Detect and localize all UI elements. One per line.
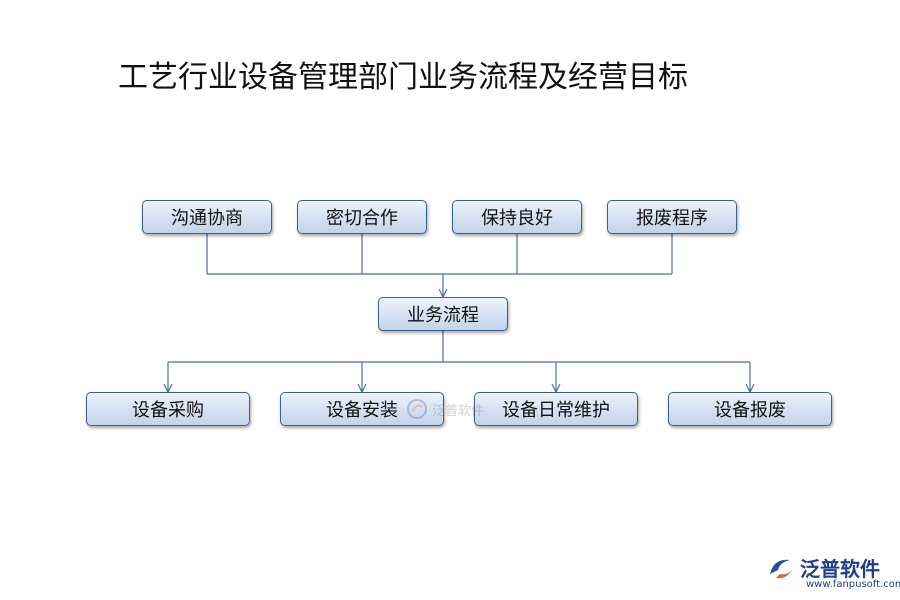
diagram-title: 工艺行业设备管理部门业务流程及经营目标 <box>118 60 688 95</box>
watermark-text: 泛普软件 <box>432 403 485 419</box>
node-scrap-procedure: 报废程序 <box>607 200 737 234</box>
node-business-process: 业务流程 <box>378 297 508 331</box>
node-cooperation: 密切合作 <box>297 200 427 234</box>
node-installation: 设备安装 <box>280 392 444 426</box>
brand-name: 泛普软件 <box>800 557 880 581</box>
watermark: 泛普软件 <box>406 392 496 426</box>
node-scrapping: 设备报废 <box>668 392 832 426</box>
node-maintain-good: 保持良好 <box>452 200 582 234</box>
node-daily-maintenance: 设备日常维护 <box>474 392 638 426</box>
brand-logo: 泛普软件 www.fanpusoft.com <box>766 552 900 592</box>
node-negotiation: 沟通协商 <box>142 200 272 234</box>
node-procurement: 设备采购 <box>86 392 250 426</box>
watermark-logo-icon <box>407 399 427 419</box>
brand-url: www.fanpusoft.com <box>806 579 900 590</box>
brand-swirl-icon <box>770 559 794 579</box>
